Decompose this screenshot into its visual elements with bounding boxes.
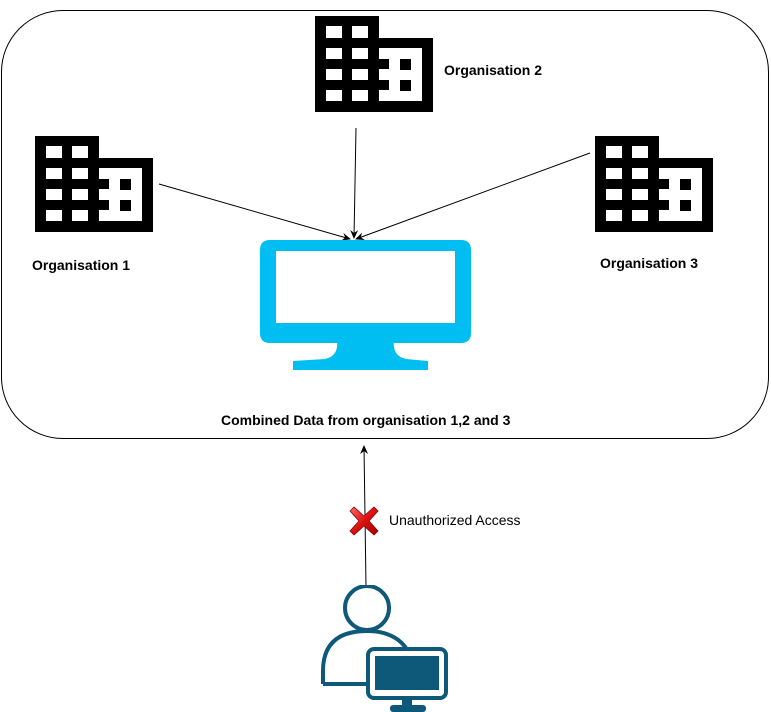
organisation-1-label: Organisation 1: [32, 257, 131, 273]
building-icon: [35, 136, 153, 232]
combined-data-label: Combined Data from organisation 1,2 and …: [221, 412, 511, 428]
arrow-org1-to-system: [158, 183, 351, 241]
arrow-org3-to-system: [355, 152, 591, 240]
monitor-icon: [260, 240, 471, 370]
organisation-3-label: Organisation 3: [600, 255, 699, 271]
user-workstation-icon: [321, 585, 448, 712]
organisation-2-label: Organisation 2: [444, 62, 543, 78]
unauthorized-access-label: Unauthorized Access: [389, 512, 521, 528]
cross-icon: [349, 506, 379, 536]
building-icon: [595, 136, 713, 232]
arrow-org2-to-system: [350, 127, 359, 239]
building-icon: [315, 16, 433, 112]
